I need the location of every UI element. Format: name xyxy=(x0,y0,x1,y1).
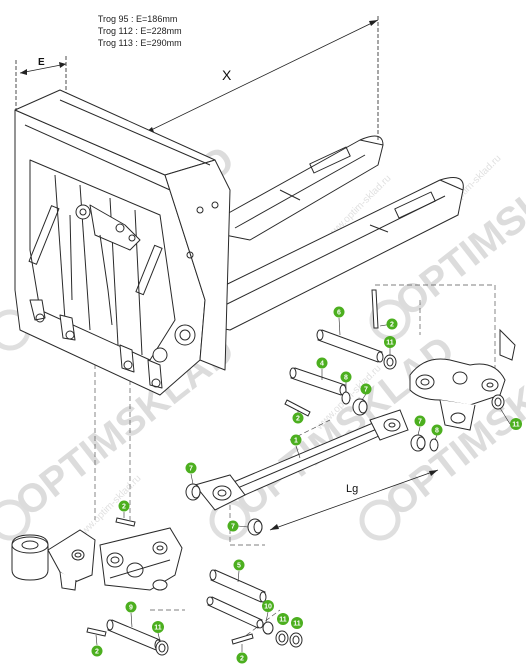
shafts-and-pins xyxy=(86,289,505,656)
dimension-e-label: E xyxy=(38,57,45,68)
callout-2: 2 xyxy=(91,634,103,657)
svg-text:1: 1 xyxy=(294,438,298,445)
callout-9: 8 xyxy=(340,371,352,392)
svg-text:7: 7 xyxy=(189,466,193,473)
spec-line-trog-113: Trog 113 : E=290mm xyxy=(97,38,182,48)
svg-text:2: 2 xyxy=(296,416,300,423)
callout-8: 7 xyxy=(185,462,197,485)
svg-text:4: 4 xyxy=(320,361,324,368)
svg-text:2: 2 xyxy=(390,322,394,329)
callout-2: 2 xyxy=(118,500,130,518)
callout-5: 5 xyxy=(233,559,245,583)
wheel-bracket-left xyxy=(11,527,183,591)
callout-2: 2 xyxy=(292,410,304,424)
svg-text:11: 11 xyxy=(293,621,301,628)
callout-2: 2 xyxy=(379,318,398,330)
callout-10: 11 xyxy=(277,613,289,625)
callout-9: 8 xyxy=(431,424,443,441)
callout-10: 11 xyxy=(152,621,164,642)
svg-text:11: 11 xyxy=(154,625,162,632)
dimension-x-label: X xyxy=(222,67,232,83)
svg-text:10: 10 xyxy=(264,604,272,611)
svg-text:7: 7 xyxy=(364,387,368,394)
callout-8: 7 xyxy=(360,383,372,401)
dimension-lg-label: Lg xyxy=(346,483,358,495)
dimension-lg xyxy=(269,469,439,531)
svg-text:8: 8 xyxy=(435,428,439,435)
callout-10: 11 xyxy=(384,336,396,356)
svg-text:2: 2 xyxy=(122,504,126,511)
callout-8: 7 xyxy=(227,520,249,532)
callout-11: 10 xyxy=(262,600,274,623)
callout-8: 7 xyxy=(414,415,426,436)
dimension-x xyxy=(144,16,379,140)
svg-text:8: 8 xyxy=(344,375,348,382)
callout-4: 4 xyxy=(316,357,328,380)
callout-2: 2 xyxy=(236,644,248,664)
callout-6: 6 xyxy=(333,306,345,336)
svg-text:11: 11 xyxy=(279,617,287,624)
spec-line-trog-112: Trog 112 : E=228mm xyxy=(97,26,182,36)
callout-7: 9 xyxy=(125,601,137,628)
spec-line-trog-95: Trog 95 : E=186mm xyxy=(97,14,178,24)
push-rod-assembly xyxy=(194,409,409,511)
pallet-truck-chassis xyxy=(14,89,464,396)
svg-text:7: 7 xyxy=(231,524,235,531)
callout-10: 11 xyxy=(291,617,303,629)
callout-layer: 6 2 11 4 8 xyxy=(91,306,522,664)
svg-text:2: 2 xyxy=(95,649,99,656)
svg-text:11: 11 xyxy=(386,340,394,347)
svg-text:5: 5 xyxy=(237,563,241,570)
callout-10: 11 xyxy=(499,407,522,430)
assembly-guide-lines xyxy=(94,284,496,641)
callout-1: 1 xyxy=(290,434,302,459)
svg-text:7: 7 xyxy=(418,419,422,426)
svg-text:9: 9 xyxy=(129,605,133,612)
fork-end-bracket xyxy=(409,328,516,431)
svg-text:2: 2 xyxy=(240,656,244,663)
svg-text:11: 11 xyxy=(512,422,520,429)
svg-text:6: 6 xyxy=(337,310,341,317)
